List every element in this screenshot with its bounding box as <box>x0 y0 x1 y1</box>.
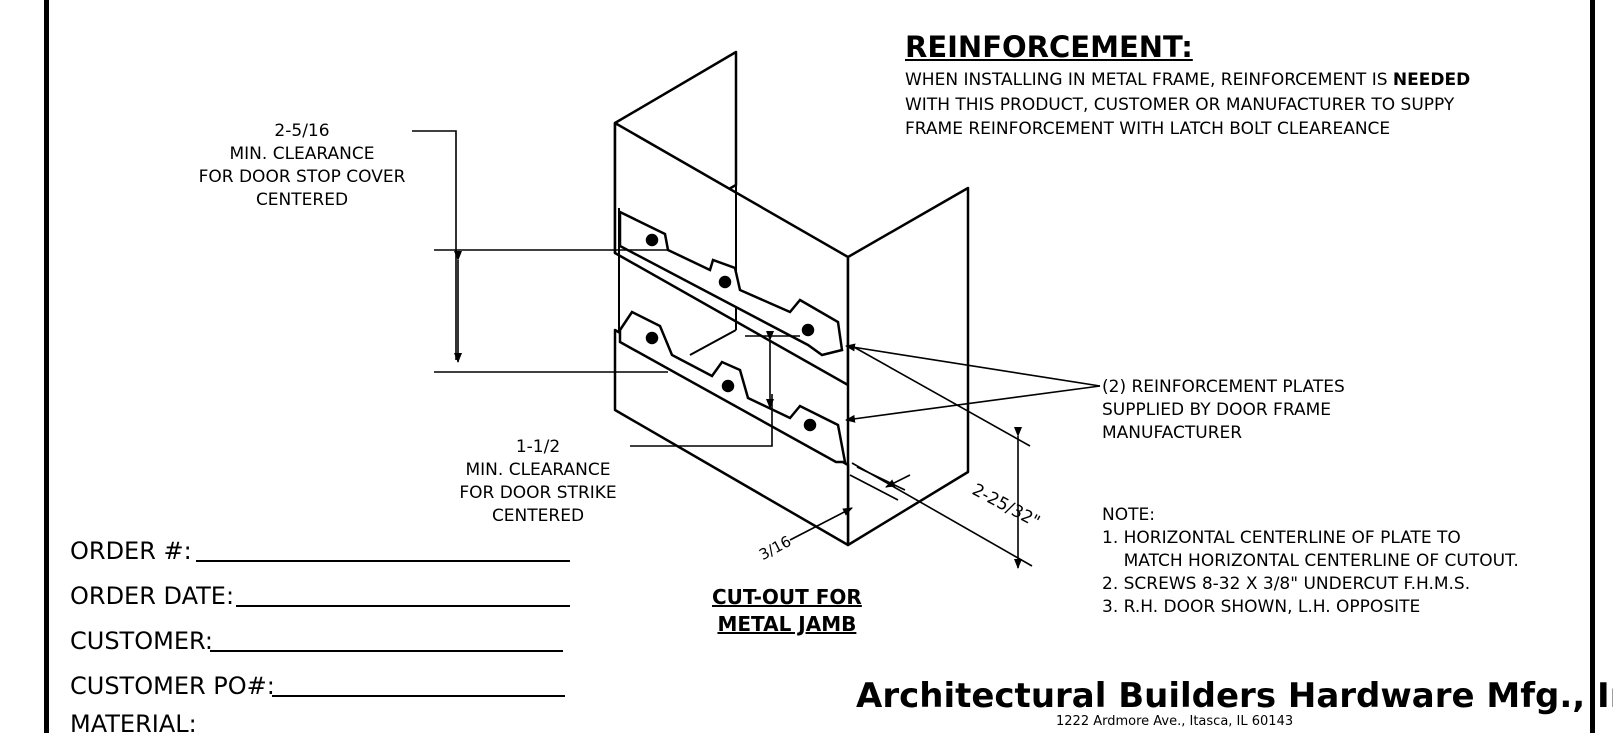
note-item: 3. R.H. DOOR SHOWN, L.H. OPPOSITE <box>1102 597 1421 617</box>
dim-strike <box>630 331 800 447</box>
needed-emphasis: NEEDED <box>1392 70 1471 90</box>
stop-cover-line-4: CENTERED <box>255 190 349 210</box>
customer-po-label: CUSTOMER PO#: <box>70 672 275 700</box>
cutout-caption-line-2: METAL JAMB <box>717 612 857 636</box>
stop-cover-value: 2-5/16 <box>274 121 330 141</box>
cutout-caption: CUT-OUT FOR METAL JAMB <box>712 584 862 638</box>
dim-thickness <box>789 466 911 541</box>
stop-cover-dimension-label: 2-5/16 MIN. CLEARANCE FOR DOOR STOP COVE… <box>182 120 422 212</box>
company-address: 1222 Ardmore Ave., Itasca, IL 60143 <box>1056 714 1294 729</box>
plates-leaders <box>845 343 1101 423</box>
customer-po-field[interactable] <box>272 695 565 697</box>
reinforcement-line-1: WHEN INSTALLING IN METAL FRAME, REINFORC… <box>905 70 1470 90</box>
reinforcement-title: REINFORCEMENT: <box>905 30 1193 64</box>
plates-line-2: SUPPLIED BY DOOR FRAME <box>1102 400 1331 420</box>
order-number-field[interactable] <box>196 560 570 562</box>
note-item: MATCH HORIZONTAL CENTERLINE OF CUTOUT. <box>1102 551 1519 571</box>
dim-depth <box>851 345 1033 569</box>
order-number-label: ORDER #: <box>70 537 192 565</box>
note-item: 2. SCREWS 8-32 X 3/8" UNDERCUT F.H.M.S. <box>1102 574 1471 594</box>
stop-cover-line-3: FOR DOOR STOP COVER <box>198 167 406 187</box>
strike-line-4: CENTERED <box>491 506 585 526</box>
customer-label: CUSTOMER: <box>70 627 214 655</box>
notes-block: NOTE: 1. HORIZONTAL CENTERLINE OF PLATE … <box>1102 504 1519 619</box>
cutout-caption-line-1: CUT-OUT FOR <box>712 585 862 609</box>
strike-dimension-label: 1-1/2 MIN. CLEARANCE FOR DOOR STRIKE CEN… <box>438 436 638 528</box>
strike-line-2: MIN. CLEARANCE <box>465 460 611 480</box>
plates-line-1: (2) REINFORCEMENT PLATES <box>1102 377 1345 397</box>
strike-line-3: FOR DOOR STRIKE <box>459 483 617 503</box>
customer-field[interactable] <box>210 650 563 652</box>
border-left <box>44 0 49 733</box>
plates-line-3: MANUFACTURER <box>1102 423 1243 443</box>
notes-heading: NOTE: <box>1102 505 1155 525</box>
reinforcement-line-2: WITH THIS PRODUCT, CUSTOMER OR MANUFACTU… <box>905 95 1455 115</box>
material-label: MATERIAL: <box>70 710 197 738</box>
lower-reinforcement-plate <box>618 310 847 464</box>
order-date-label: ORDER DATE: <box>70 582 235 610</box>
strike-value: 1-1/2 <box>515 437 561 457</box>
reinforcement-line-3: FRAME REINFORCEMENT WITH LATCH BOLT CLEA… <box>905 119 1391 139</box>
note-item: 1. HORIZONTAL CENTERLINE OF PLATE TO <box>1102 528 1461 548</box>
stop-cover-line-2: MIN. CLEARANCE <box>229 144 375 164</box>
upper-reinforcement-plate <box>618 209 844 357</box>
reinforcement-line-1-text: WHEN INSTALLING IN METAL FRAME, REINFORC… <box>905 70 1393 90</box>
dim-stop-cover <box>412 130 668 373</box>
border-right <box>1590 0 1595 733</box>
order-date-field[interactable] <box>236 605 570 607</box>
company-name: Architectural Builders Hardware Mfg., In… <box>856 676 1613 716</box>
plates-label: (2) REINFORCEMENT PLATES SUPPLIED BY DOO… <box>1102 376 1345 445</box>
